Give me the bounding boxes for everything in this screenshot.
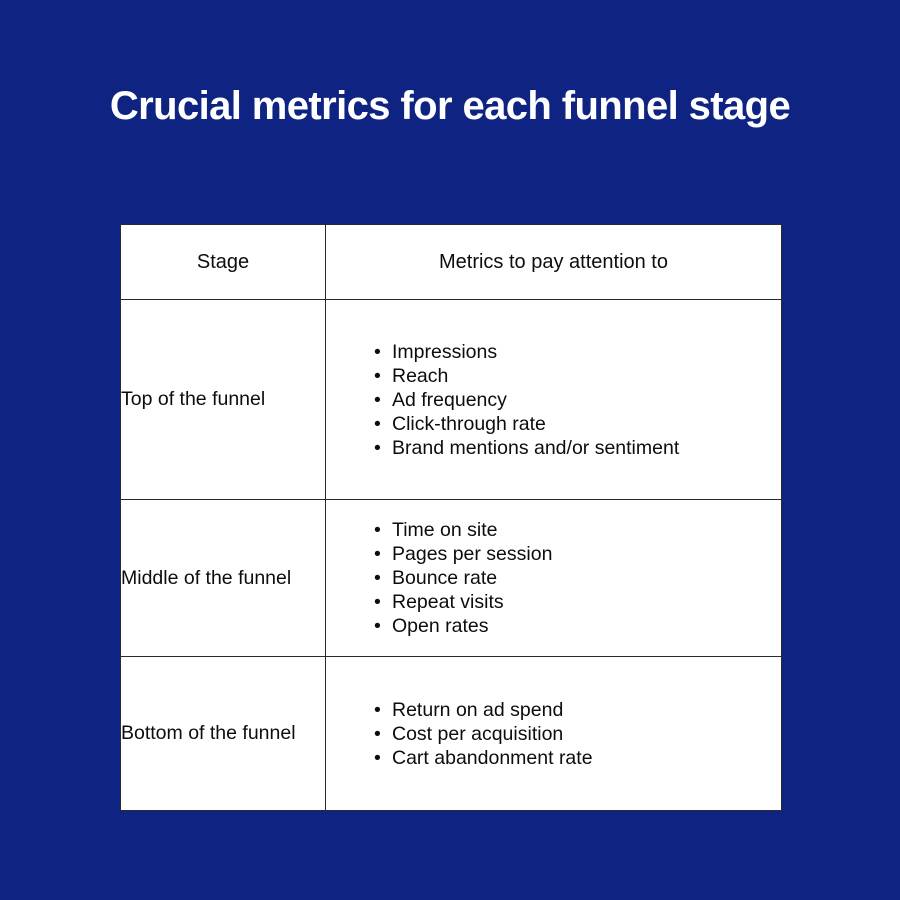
list-item: • Cost per acquisition	[374, 722, 781, 746]
metric-list: • Impressions • Reach • Ad frequency • Click…	[326, 340, 781, 460]
bullet-icon: •	[374, 340, 381, 363]
page-title: Crucial metrics for each funnel stage	[109, 84, 791, 128]
table-row: Top of the funnel • Impressions • Reach • A…	[120, 299, 782, 500]
metric-label: Time on site	[392, 519, 498, 541]
bullet-icon: •	[374, 698, 381, 721]
metric-label: Repeat visits	[392, 591, 504, 613]
bullet-icon: •	[374, 615, 381, 637]
list-item: • Bounce rate	[374, 566, 781, 590]
metric-label: Ad frequency	[392, 388, 507, 411]
metrics-cell-bottom-of-funnel: • Return on ad spend • Cost per acquisitio…	[325, 656, 782, 811]
metric-label: Bounce rate	[392, 567, 498, 589]
metric-label: Cart abandonment rate	[392, 746, 593, 769]
metrics-cell-top-of-funnel: • Impressions • Reach • Ad frequency • Click…	[325, 299, 782, 500]
bullet-icon: •	[374, 591, 381, 613]
list-item: • Reach	[374, 364, 781, 388]
bullet-icon: •	[374, 567, 381, 589]
bullet-icon: •	[374, 364, 381, 387]
bullet-icon: •	[374, 436, 381, 459]
list-item: • Click-through rate	[374, 412, 781, 436]
metric-label: Reach	[392, 364, 449, 387]
metric-label: Pages per session	[392, 543, 553, 565]
table-row: Bottom of the funnel • Return on ad spend…	[120, 656, 782, 811]
bullet-icon: •	[374, 746, 381, 769]
stage-name-top-of-funnel: Top of the funnel	[120, 299, 326, 500]
list-item: • Return on ad spend	[374, 698, 781, 722]
metrics-table-container: Stage Metrics to pay attention to Top of…	[120, 224, 782, 811]
bullet-icon: •	[374, 722, 381, 745]
stage-name-middle-of-funnel: Middle of the funnel	[120, 499, 326, 657]
list-item: • Brand mentions and/or sentiment	[374, 436, 781, 460]
bullet-icon: •	[374, 412, 381, 435]
metric-label: Open rates	[392, 615, 489, 637]
column-header-stage: Stage	[120, 224, 326, 300]
metric-label: Cost per acquisition	[392, 722, 564, 745]
bullet-icon: •	[374, 519, 381, 541]
list-item: • Ad frequency	[374, 388, 781, 412]
metric-list: • Time on site • Pages per session • Bounce…	[326, 518, 781, 638]
metric-label: Brand mentions and/or sentiment	[392, 436, 680, 459]
table-header-row: Stage Metrics to pay attention to	[120, 224, 782, 300]
table-row: Middle of the funnel • Time on site • Page…	[120, 499, 782, 657]
metric-list: • Return on ad spend • Cost per acquisitio…	[326, 698, 781, 770]
metrics-cell-middle-of-funnel: • Time on site • Pages per session • Bounce…	[325, 499, 782, 657]
bullet-icon: •	[374, 543, 381, 565]
bullet-icon: •	[374, 388, 381, 411]
list-item: • Repeat visits	[374, 590, 781, 614]
list-item: • Cart abandonment rate	[374, 746, 781, 770]
list-item: • Pages per session	[374, 542, 781, 566]
list-item: • Time on site	[374, 518, 781, 542]
list-item: • Open rates	[374, 614, 781, 638]
metric-label: Click-through rate	[392, 412, 546, 435]
list-item: • Impressions	[374, 340, 781, 364]
metric-label: Impressions	[392, 340, 498, 363]
column-header-metrics: Metrics to pay attention to	[325, 224, 782, 300]
metrics-table: Stage Metrics to pay attention to Top of…	[120, 224, 782, 811]
metric-label: Return on ad spend	[392, 698, 564, 721]
stage-name-bottom-of-funnel: Bottom of the funnel	[120, 656, 326, 811]
